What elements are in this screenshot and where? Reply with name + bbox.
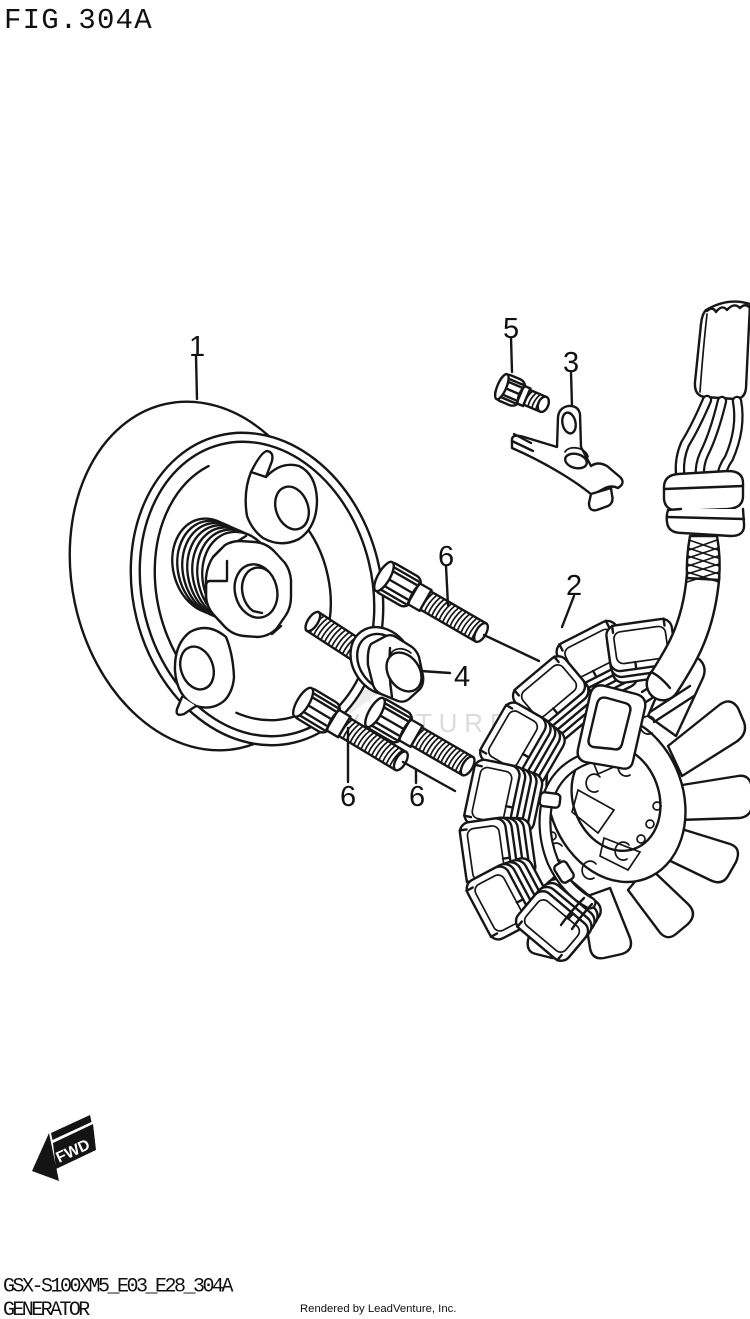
svg-text:FIG.304A: FIG.304A bbox=[4, 4, 153, 37]
svg-text:6: 6 bbox=[438, 541, 454, 573]
svg-text:6: 6 bbox=[340, 781, 356, 813]
svg-text:GSX-S100XM5_E03_E28_304A: GSX-S100XM5_E03_E28_304A bbox=[3, 1276, 234, 1299]
svg-text:6: 6 bbox=[409, 781, 425, 813]
svg-text:2: 2 bbox=[566, 570, 582, 602]
svg-text:GENERATOR: GENERATOR bbox=[3, 1299, 90, 1319]
svg-text:Rendered by LeadVenture, Inc.: Rendered by LeadVenture, Inc. bbox=[300, 1303, 456, 1315]
svg-text:1: 1 bbox=[189, 331, 205, 363]
svg-text:4: 4 bbox=[454, 661, 470, 693]
svg-text:5: 5 bbox=[503, 313, 519, 345]
svg-text:3: 3 bbox=[563, 347, 579, 379]
